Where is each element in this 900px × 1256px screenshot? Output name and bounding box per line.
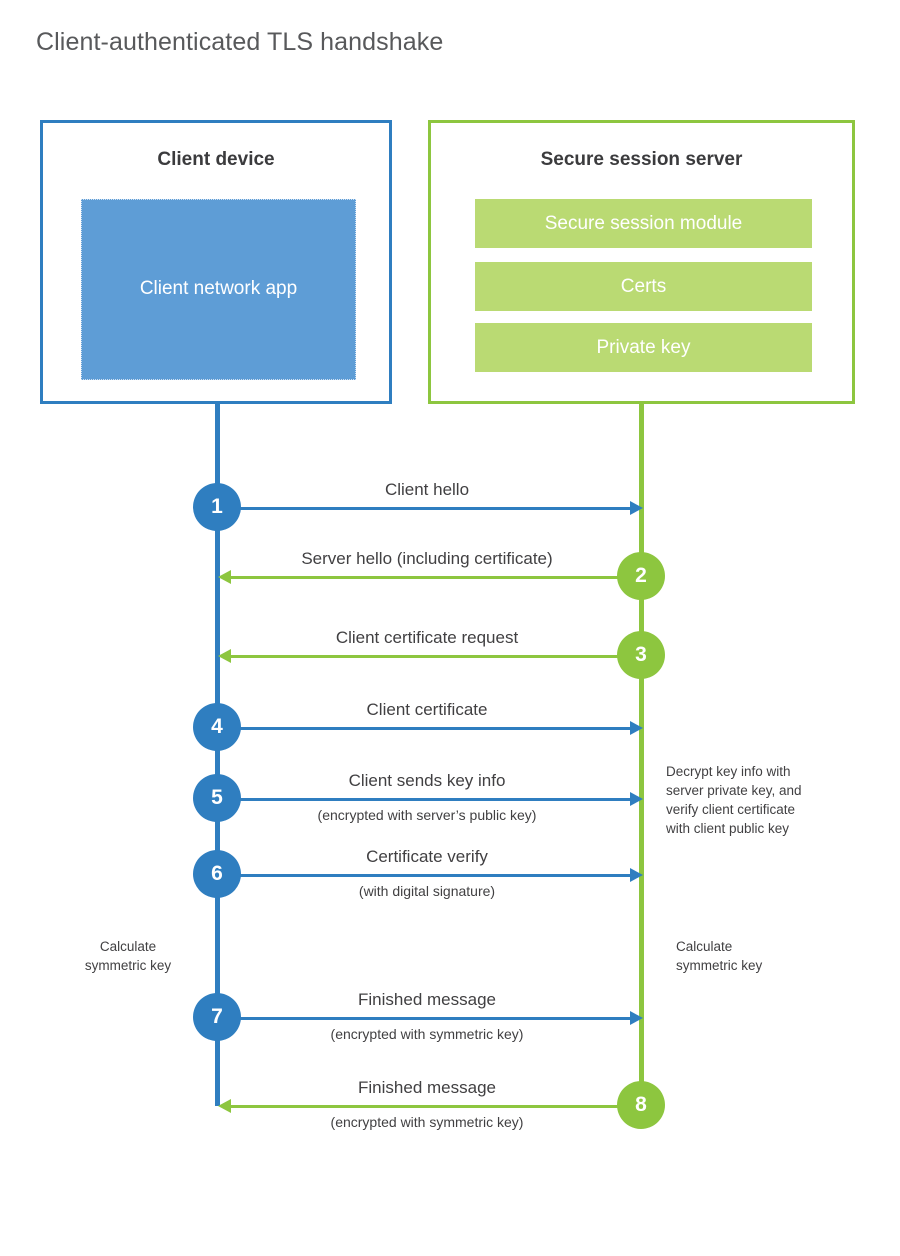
note-calc-client-line-2: symmetric key	[84, 958, 172, 974]
note-decrypt-line-1: Decrypt key info with	[666, 764, 791, 779]
step-number-badge-4[interactable]: 4	[193, 703, 241, 751]
step-3-label: Client certificate request	[335, 628, 519, 647]
note-calculate-symmetric-key-server: Calculate symmetric key	[676, 937, 826, 975]
step-2-label: Server hello (including certificate)	[301, 549, 553, 568]
note-calc-client-line-1: Calculate	[99, 939, 157, 954]
client-network-app-block: Client network app	[81, 199, 356, 380]
step-1-arrow-head-icon	[630, 501, 643, 515]
step-3-arrow-head-icon	[218, 649, 231, 663]
note-decrypt-key-info: Decrypt key info with server private key…	[666, 762, 846, 839]
step-1-arrow-line	[217, 507, 634, 510]
note-decrypt-line-3: verify client certificate	[666, 802, 796, 818]
server-lifeline	[639, 401, 644, 1106]
secure-session-server-box: Secure session server Secure session mod…	[428, 120, 855, 404]
step-number-badge-2[interactable]: 2	[617, 552, 665, 600]
server-block-private-key: Private key	[475, 323, 812, 372]
client-device-title: Client device	[157, 149, 275, 170]
step-1-label: Client hello	[384, 480, 470, 499]
step-2-arrow-head-icon	[218, 570, 231, 584]
step-number-badge-7[interactable]: 7	[193, 993, 241, 1041]
step-number-badge-8[interactable]: 8	[617, 1081, 665, 1129]
step-5-arrow-line	[217, 798, 634, 801]
note-calc-server-line-2: symmetric key	[676, 958, 763, 974]
step-6-arrow-line	[217, 874, 634, 877]
step-8-sublabel: (encrypted with symmetric key)	[330, 1114, 524, 1130]
step-4-label: Client certificate	[366, 700, 488, 719]
step-2-arrow-line	[231, 576, 639, 579]
note-decrypt-line-4: with client public key	[666, 821, 790, 837]
step-6-label: Certificate verify	[366, 847, 488, 866]
server-block-secure-session-module: Secure session module	[475, 199, 812, 248]
step-8-arrow-line	[231, 1105, 639, 1108]
step-6-arrow-head-icon	[630, 868, 643, 882]
step-4-arrow-head-icon	[630, 721, 643, 735]
page-title: Client-authenticated TLS handshake	[36, 28, 444, 56]
step-7-sublabel: (encrypted with symmetric key)	[330, 1026, 524, 1042]
note-decrypt-line-2: server private key, and	[666, 783, 802, 799]
step-6-sublabel: (with digital signature)	[358, 883, 496, 899]
step-8-arrow-head-icon	[218, 1099, 231, 1113]
step-8-label: Finished message	[358, 1078, 496, 1097]
client-lifeline	[215, 401, 220, 1106]
step-7-label: Finished message	[358, 990, 496, 1009]
server-block-certs: Certs	[475, 262, 812, 311]
secure-session-server-title: Secure session server	[540, 149, 743, 170]
step-7-arrow-head-icon	[630, 1011, 643, 1025]
step-number-badge-1[interactable]: 1	[193, 483, 241, 531]
note-calculate-symmetric-key-client: Calculate symmetric key	[58, 937, 198, 975]
step-number-badge-6[interactable]: 6	[193, 850, 241, 898]
step-4-arrow-line	[217, 727, 634, 730]
step-7-arrow-line	[217, 1017, 634, 1020]
step-number-badge-3[interactable]: 3	[617, 631, 665, 679]
step-5-arrow-head-icon	[630, 792, 643, 806]
step-number-badge-5[interactable]: 5	[193, 774, 241, 822]
note-calc-server-line-1: Calculate	[676, 939, 733, 954]
step-3-arrow-line	[231, 655, 639, 658]
client-device-box: Client device Client network app	[40, 120, 392, 404]
step-5-label: Client sends key info	[348, 771, 506, 790]
step-5-sublabel: (encrypted with server’s public key)	[317, 807, 537, 823]
